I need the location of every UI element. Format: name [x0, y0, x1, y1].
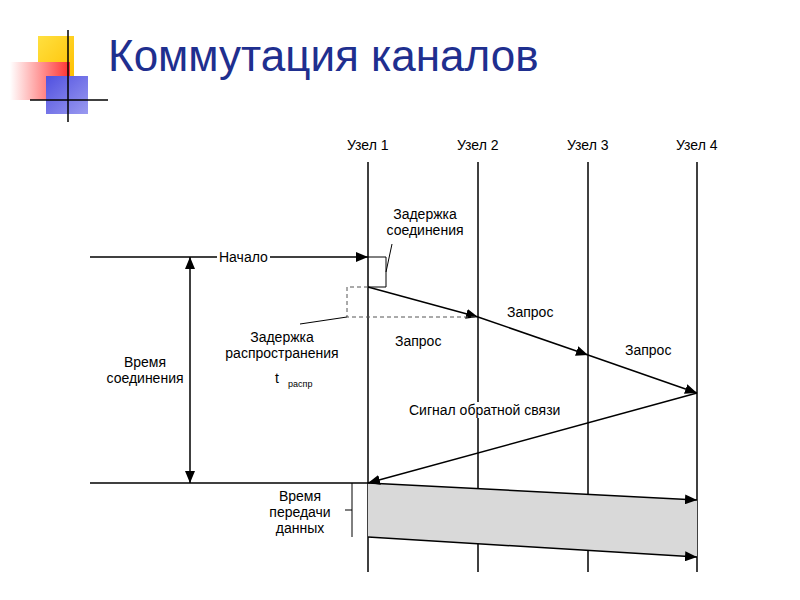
start-label: Начало — [217, 249, 270, 265]
symbol: t — [275, 370, 279, 386]
delay-note: Задержка распространения — [202, 329, 362, 361]
request-label: Запрос — [625, 342, 671, 358]
subscript: распр — [288, 379, 312, 389]
node-name: Узел 4 — [676, 137, 718, 153]
node-name: Узел 1 — [347, 137, 389, 153]
propagation-box — [300, 287, 478, 324]
interval-label: Время передачи данных — [260, 488, 340, 536]
data-band — [368, 483, 697, 557]
slide-title: Коммутация каналов — [108, 30, 539, 83]
request-label: Запрос — [395, 333, 441, 349]
interval-label: Время соединения — [100, 354, 190, 386]
title-decoration — [10, 30, 108, 122]
node-timelines — [368, 162, 697, 572]
feedback-label: Сигнал обратной связи — [407, 402, 562, 418]
node-name: Узел 2 — [457, 137, 499, 153]
delay-note: Задержка соединения — [375, 206, 475, 238]
signal-arrows — [90, 257, 697, 557]
request-label: Запрос — [507, 304, 553, 320]
brackets — [345, 244, 392, 537]
node-name: Узел 3 — [567, 137, 609, 153]
